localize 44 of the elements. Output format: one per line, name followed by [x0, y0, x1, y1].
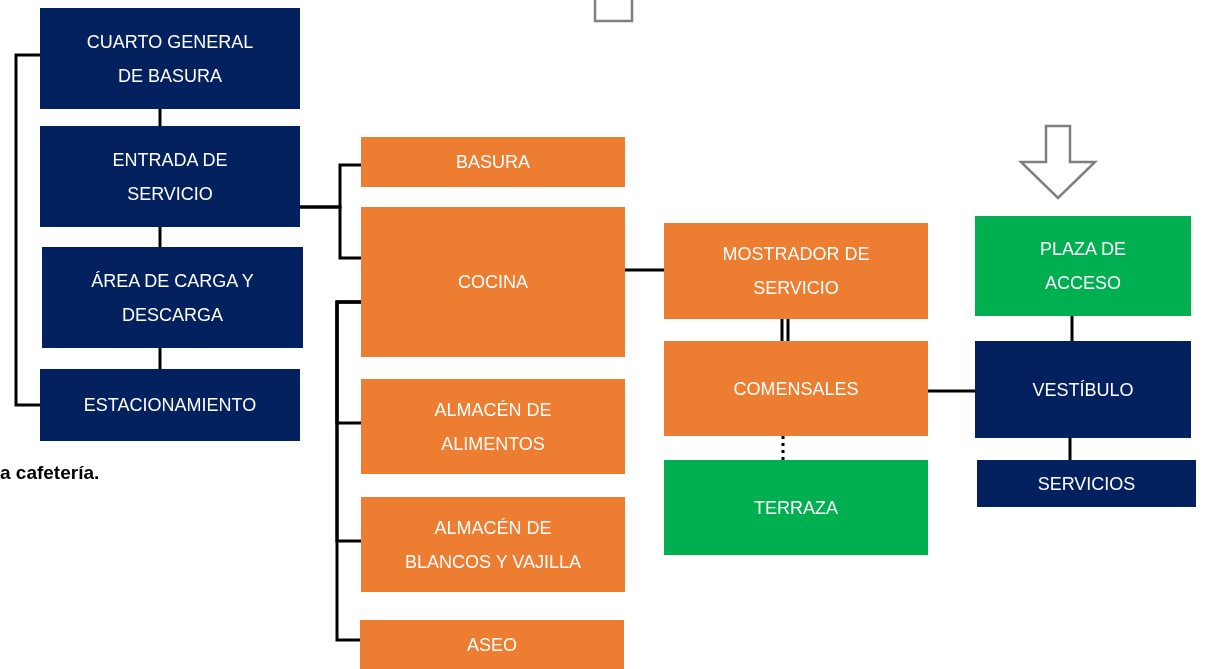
connector-line: [1070, 316, 1074, 341]
room-box: [664, 460, 928, 555]
room-box: [42, 247, 303, 348]
room-name: BASURA: [456, 151, 530, 174]
room-name: ALMACÉN DE BLANCOS Y VAJILLA: [403, 516, 583, 574]
room-box: [361, 379, 625, 474]
connector-line: [928, 389, 975, 393]
connector-line: [158, 227, 162, 247]
room-box: [361, 497, 625, 592]
connector-line: [1068, 438, 1072, 460]
connector-line: [14, 53, 40, 407]
room-name: MOSTRADOR DE SERVICIO: [721, 243, 871, 300]
room-name: SERVICIOS: [1037, 472, 1136, 496]
room-name: ÁREA DE CARGA Y DESCARGA: [90, 269, 255, 327]
room-name: ESTACIONAMIENTO: [83, 394, 257, 417]
room-box: [361, 137, 625, 187]
block-arrow: [1017, 124, 1099, 200]
room-box: [40, 8, 300, 109]
room-box: [361, 207, 625, 357]
caption-text: a cafetería.: [0, 462, 100, 484]
room-box: [40, 126, 300, 227]
room-name: VESTÍBULO: [1032, 378, 1134, 402]
connector-line: [158, 348, 162, 369]
connector-line: [625, 268, 664, 272]
connector-line: [781, 436, 785, 460]
room-box: [664, 223, 928, 319]
room-name: ALMACÉN DE ALIMENTOS: [433, 398, 553, 456]
connector-line: [335, 300, 361, 642]
room-box: [664, 341, 928, 436]
room-name: ENTRADA DE SERVICIO: [111, 148, 229, 206]
room-box: [360, 620, 624, 669]
connector-line: [780, 317, 790, 343]
room-name: ASEO: [467, 633, 517, 657]
connector-line: [300, 205, 361, 260]
room-box: [40, 369, 300, 441]
room-box: [977, 460, 1196, 507]
room-name: COMENSALES: [733, 377, 859, 401]
room-name: COCINA: [458, 271, 528, 294]
room-name: PLAZA DE ACCESO: [1038, 238, 1127, 295]
room-name: TERRAZA: [754, 496, 838, 520]
connector-line: [158, 109, 162, 126]
room-box: [975, 216, 1191, 316]
room-name: CUARTO GENERAL DE BASURA: [85, 30, 255, 88]
room-box: [975, 341, 1191, 438]
